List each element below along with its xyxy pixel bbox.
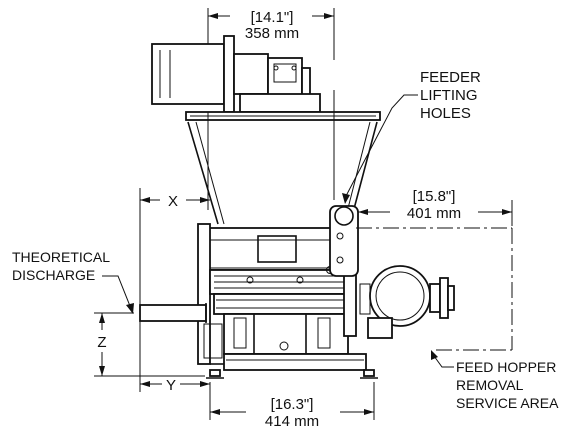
motor-flange	[223, 35, 235, 113]
callout-lifting-holes: FEEDER LIFTING HOLES	[342, 69, 481, 204]
motor-assembly	[151, 35, 381, 121]
dim-right-mm: 401 mm	[407, 205, 461, 222]
callout-service-line-1: FEED HOPPER	[456, 359, 556, 375]
foot-left	[209, 369, 221, 377]
callout-discharge-line-1: THEORETICAL	[12, 249, 110, 265]
callout-lifting-line-3: HOLES	[420, 105, 471, 122]
lower-frame	[223, 313, 349, 355]
lifting-hole-upper	[334, 206, 354, 226]
dim-z: Z	[94, 312, 205, 377]
dim-x: X	[139, 188, 210, 310]
callout-service-line-3: SERVICE AREA	[456, 395, 559, 411]
callout-service-area: FEED HOPPER REMOVAL SERVICE AREA	[431, 350, 559, 411]
base-frame	[206, 353, 378, 379]
dim-top: [14.1"] 358 mm	[207, 8, 335, 210]
discharge-tube	[139, 303, 207, 323]
foot-right	[363, 369, 375, 377]
motor-body	[151, 43, 225, 105]
dim-z-label: Z	[97, 334, 106, 351]
callout-theoretical-discharge: THEORETICAL DISCHARGE	[12, 249, 134, 314]
callout-discharge-line-2: DISCHARGE	[12, 267, 95, 283]
nameplate	[257, 235, 297, 263]
dim-y: Y	[139, 320, 210, 394]
screw-section	[213, 293, 355, 315]
dim-bottom: [16.3"] 414 mm	[209, 382, 375, 430]
dim-x-label: X	[168, 193, 178, 210]
feeder-housing	[197, 223, 357, 365]
drive-base	[239, 93, 321, 113]
callout-lifting-line-1: FEEDER	[420, 69, 481, 86]
dim-bottom-in: [16.3"]	[271, 396, 314, 413]
gearbox-coupling	[233, 53, 269, 95]
dim-top-in: [14.1"]	[251, 9, 294, 26]
callout-service-line-2: REMOVAL	[456, 377, 524, 393]
lifting-bracket	[329, 205, 359, 277]
dim-right: [15.8"] 401 mm	[358, 188, 513, 226]
side-motor	[359, 265, 455, 339]
dim-y-label: Y	[166, 377, 176, 394]
callout-lifting-line-2: LIFTING	[420, 87, 478, 104]
service-area-boundary	[356, 227, 513, 351]
dim-right-in: [15.8"]	[413, 188, 456, 205]
dim-top-mm: 358 mm	[245, 25, 299, 42]
dim-bottom-mm: 414 mm	[265, 413, 319, 430]
